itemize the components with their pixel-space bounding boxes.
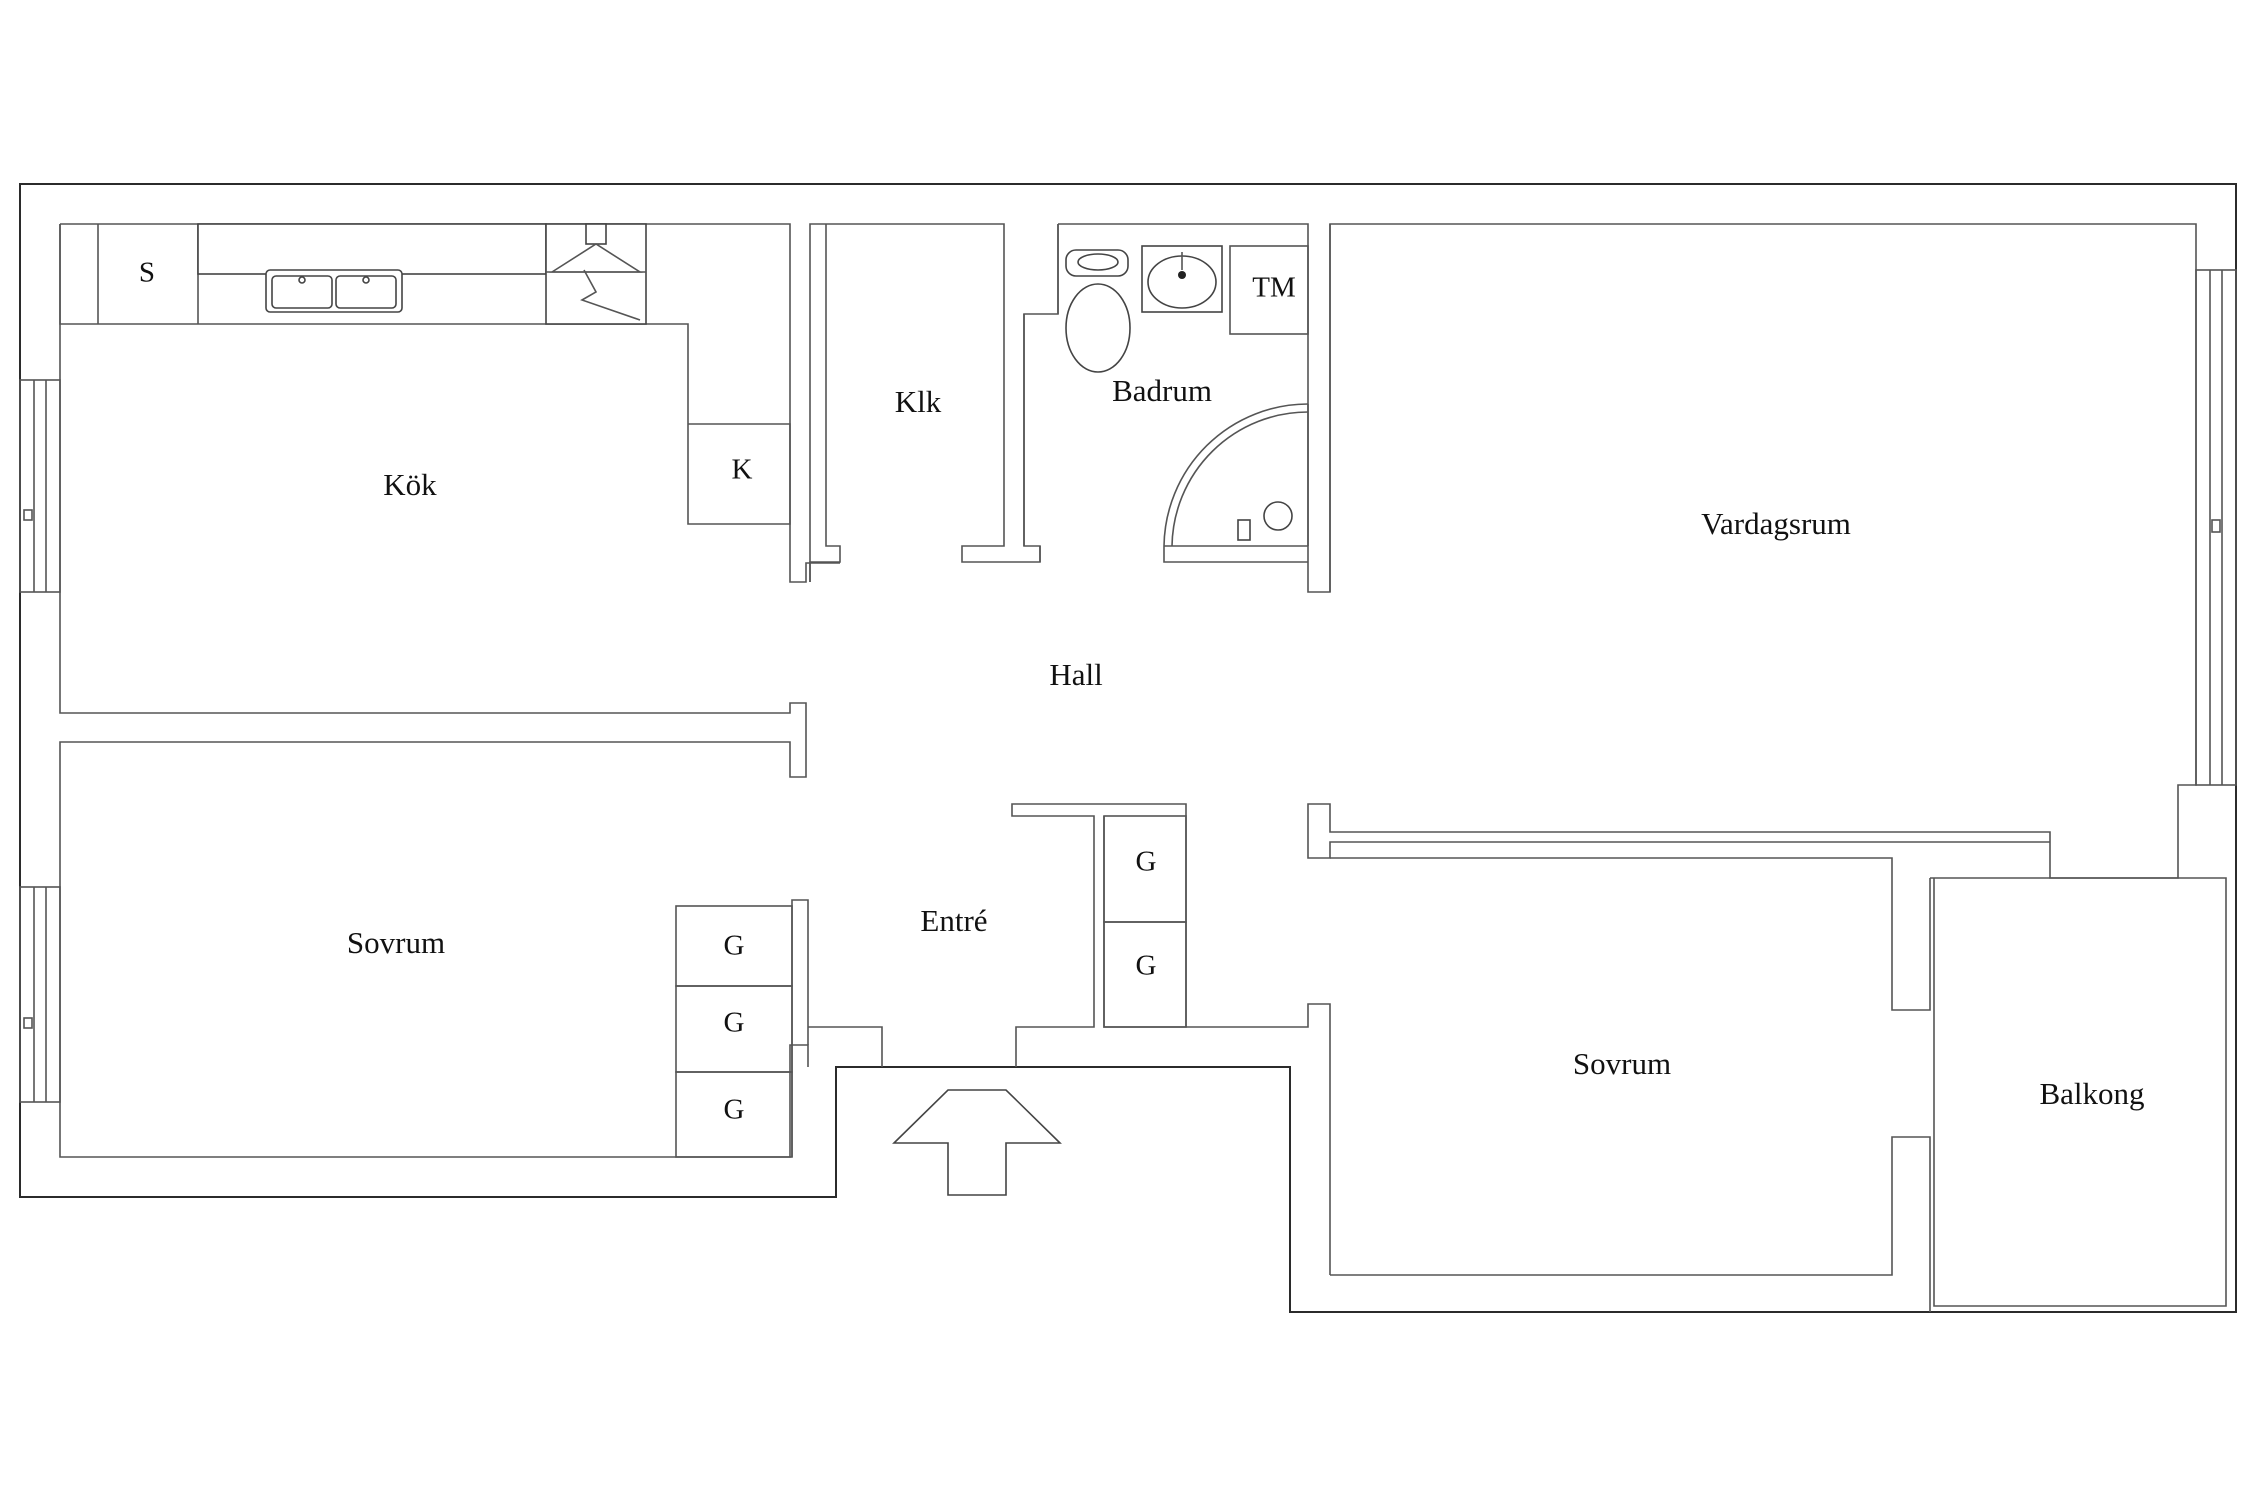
balcony: Balkong [1930,877,2227,1307]
wardrobe-4-label: G [1136,846,1157,878]
window-living-room [2195,269,2237,786]
bedroom-right-label: Sovrum [1573,1046,1671,1081]
washbasin-icon [1141,245,1223,313]
bedroom-right-walls [1330,857,1931,1312]
closet: Klk [809,223,1059,582]
bathroom: TM Badrum [1023,223,1331,593]
wardrobe-5-label: G [1136,950,1157,982]
wardrobe-1-label: G [724,930,745,962]
inner-wall-line-top [59,224,809,1158]
outer-walls [19,183,2237,1313]
living-room-label: Vardagsrum [1701,506,1851,541]
shower-icon [1163,403,1309,547]
entrance: Entré [791,803,1331,1275]
closet-walls [809,223,1059,582]
window-bedroom-left [19,886,61,1103]
arrow-up-icon [892,1089,1062,1196]
kitchen-label: Kök [383,467,437,502]
living-room: Vardagsrum [1307,223,2197,879]
wardrobes-right: G G [1103,815,1187,1028]
wardrobe-3 [675,1071,793,1158]
kitchen-shelf [197,223,547,275]
balcony-label: Balkong [2039,1076,2144,1111]
stove-label: S [139,257,155,289]
wardrobe-3-label: G [724,1094,745,1126]
window-kitchen [19,379,61,593]
living-room-walls [1307,223,2197,879]
closet-label: Klk [895,384,942,419]
inner-wall-top-run [60,223,840,583]
outer-wall-outline [19,183,2237,1313]
bedroom-left-label: Sovrum [347,925,445,960]
washer-box [1229,245,1309,335]
right-window [2195,269,2237,786]
fridge-label: K [732,454,753,486]
stove-hood [545,223,647,325]
balcony-walls [1930,877,2227,1307]
bedroom-left: G G G Sovrum [347,905,793,1158]
bathroom-label: Badrum [1112,373,1212,408]
washer-label: TM [1252,272,1296,304]
kitchen-counter [59,224,791,525]
bedroom-right: Sovrum [1330,857,1931,1312]
left-windows [19,379,61,1103]
kitchen-sink [265,269,403,313]
kitchen: S K Kök [59,223,791,525]
wardrobe-2-label: G [724,1007,745,1039]
entrance-walls [791,803,1331,1275]
toilet-icon [1065,249,1131,373]
hall-label: Hall [1049,657,1102,692]
entrance-label: Entré [920,903,987,938]
wardrobe-5 [1103,921,1187,1028]
